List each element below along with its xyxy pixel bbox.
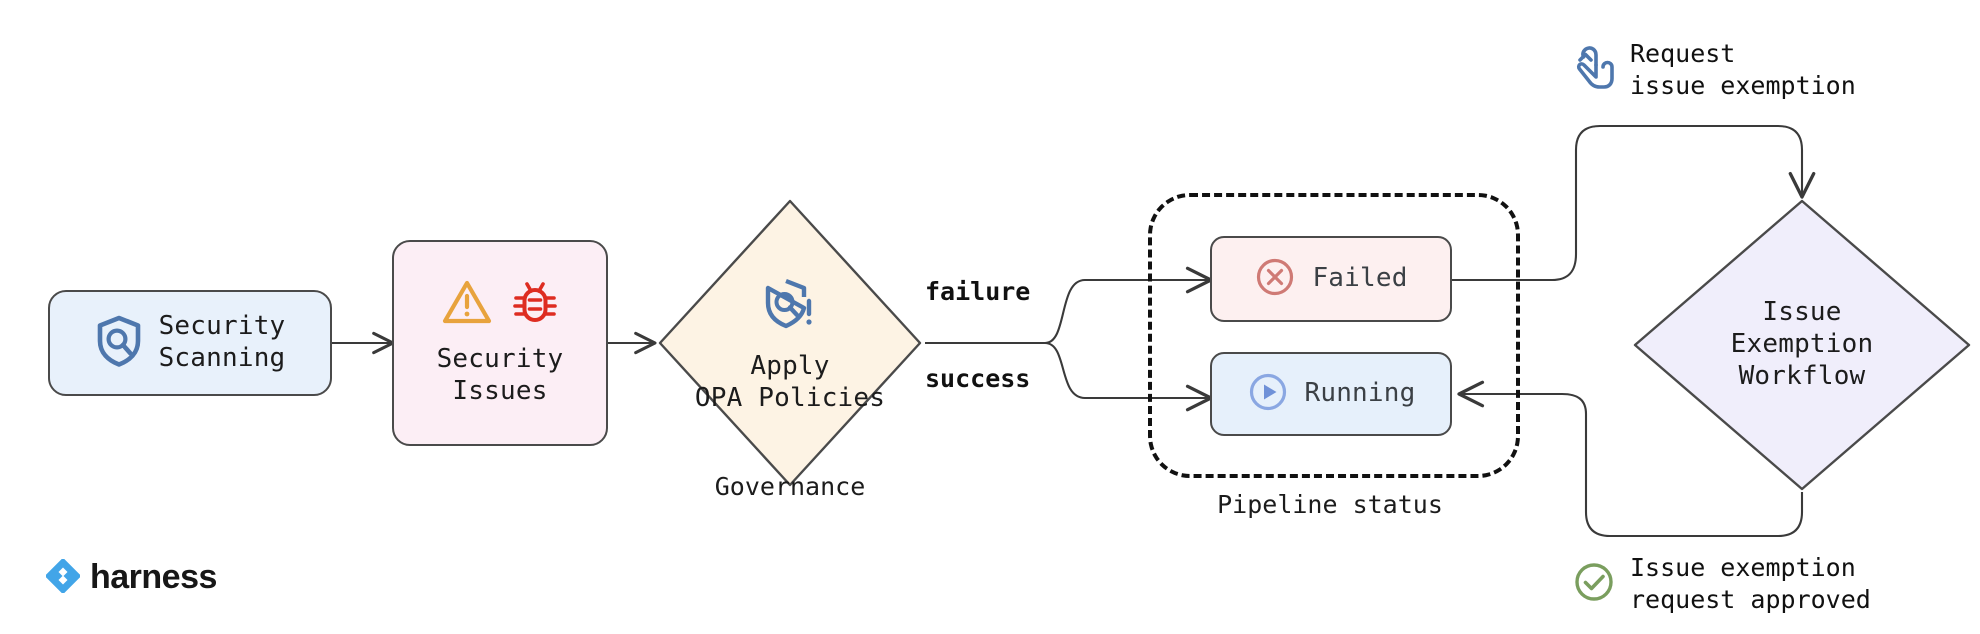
node-security-scanning[interactable]: Security Scanning [48, 290, 332, 396]
governance-diamond-shape [658, 199, 922, 487]
node-security-scanning-label: Security Scanning [158, 311, 286, 373]
node-running-label: Running [1304, 378, 1416, 409]
edge-label-failure: failure [925, 277, 1031, 306]
tap-hand-icon [1572, 43, 1616, 97]
check-circle-icon [1572, 560, 1616, 608]
group-pipeline-status [1148, 193, 1520, 478]
node-failed[interactable]: Failed [1210, 236, 1452, 322]
shield-search-alert-icon [764, 277, 816, 335]
annotation-issue-exemption-approved: Issue exemption request approved [1572, 552, 1871, 616]
node-failed-label: Failed [1312, 263, 1408, 294]
edge-label-success: success [925, 364, 1031, 393]
exemption-diamond-shape [1633, 199, 1971, 491]
node-governance-label: Apply OPA Policies [694, 351, 886, 413]
node-governance[interactable]: Apply OPA Policies [654, 195, 926, 491]
annotation-issue-exemption-approved-text: Issue exemption request approved [1630, 553, 1871, 614]
brand-logo: harness [45, 558, 217, 597]
node-issue-exemption-workflow[interactable]: Issue Exemption Workflow [1630, 196, 1974, 494]
warning-triangle-icon [442, 279, 492, 329]
bug-icon [512, 278, 558, 330]
shield-search-icon [95, 315, 143, 371]
pipeline-status-caption: Pipeline status [1217, 490, 1443, 519]
node-security-issues-label: Security Issues [436, 344, 564, 406]
brand-logo-text: harness [90, 558, 217, 596]
harness-diamond-logo-icon [45, 558, 81, 597]
node-running[interactable]: Running [1210, 352, 1452, 436]
play-circle-icon [1247, 371, 1289, 417]
annotation-request-issue-exemption: Request issue exemption [1572, 38, 1856, 102]
governance-caption: Governance [714, 472, 866, 501]
node-security-issues[interactable]: Security Issues [392, 240, 608, 446]
x-circle-icon [1254, 256, 1296, 302]
annotation-request-issue-exemption-text: Request issue exemption [1630, 39, 1856, 100]
node-issue-exemption-workflow-label: Issue Exemption Workflow [1730, 297, 1874, 391]
